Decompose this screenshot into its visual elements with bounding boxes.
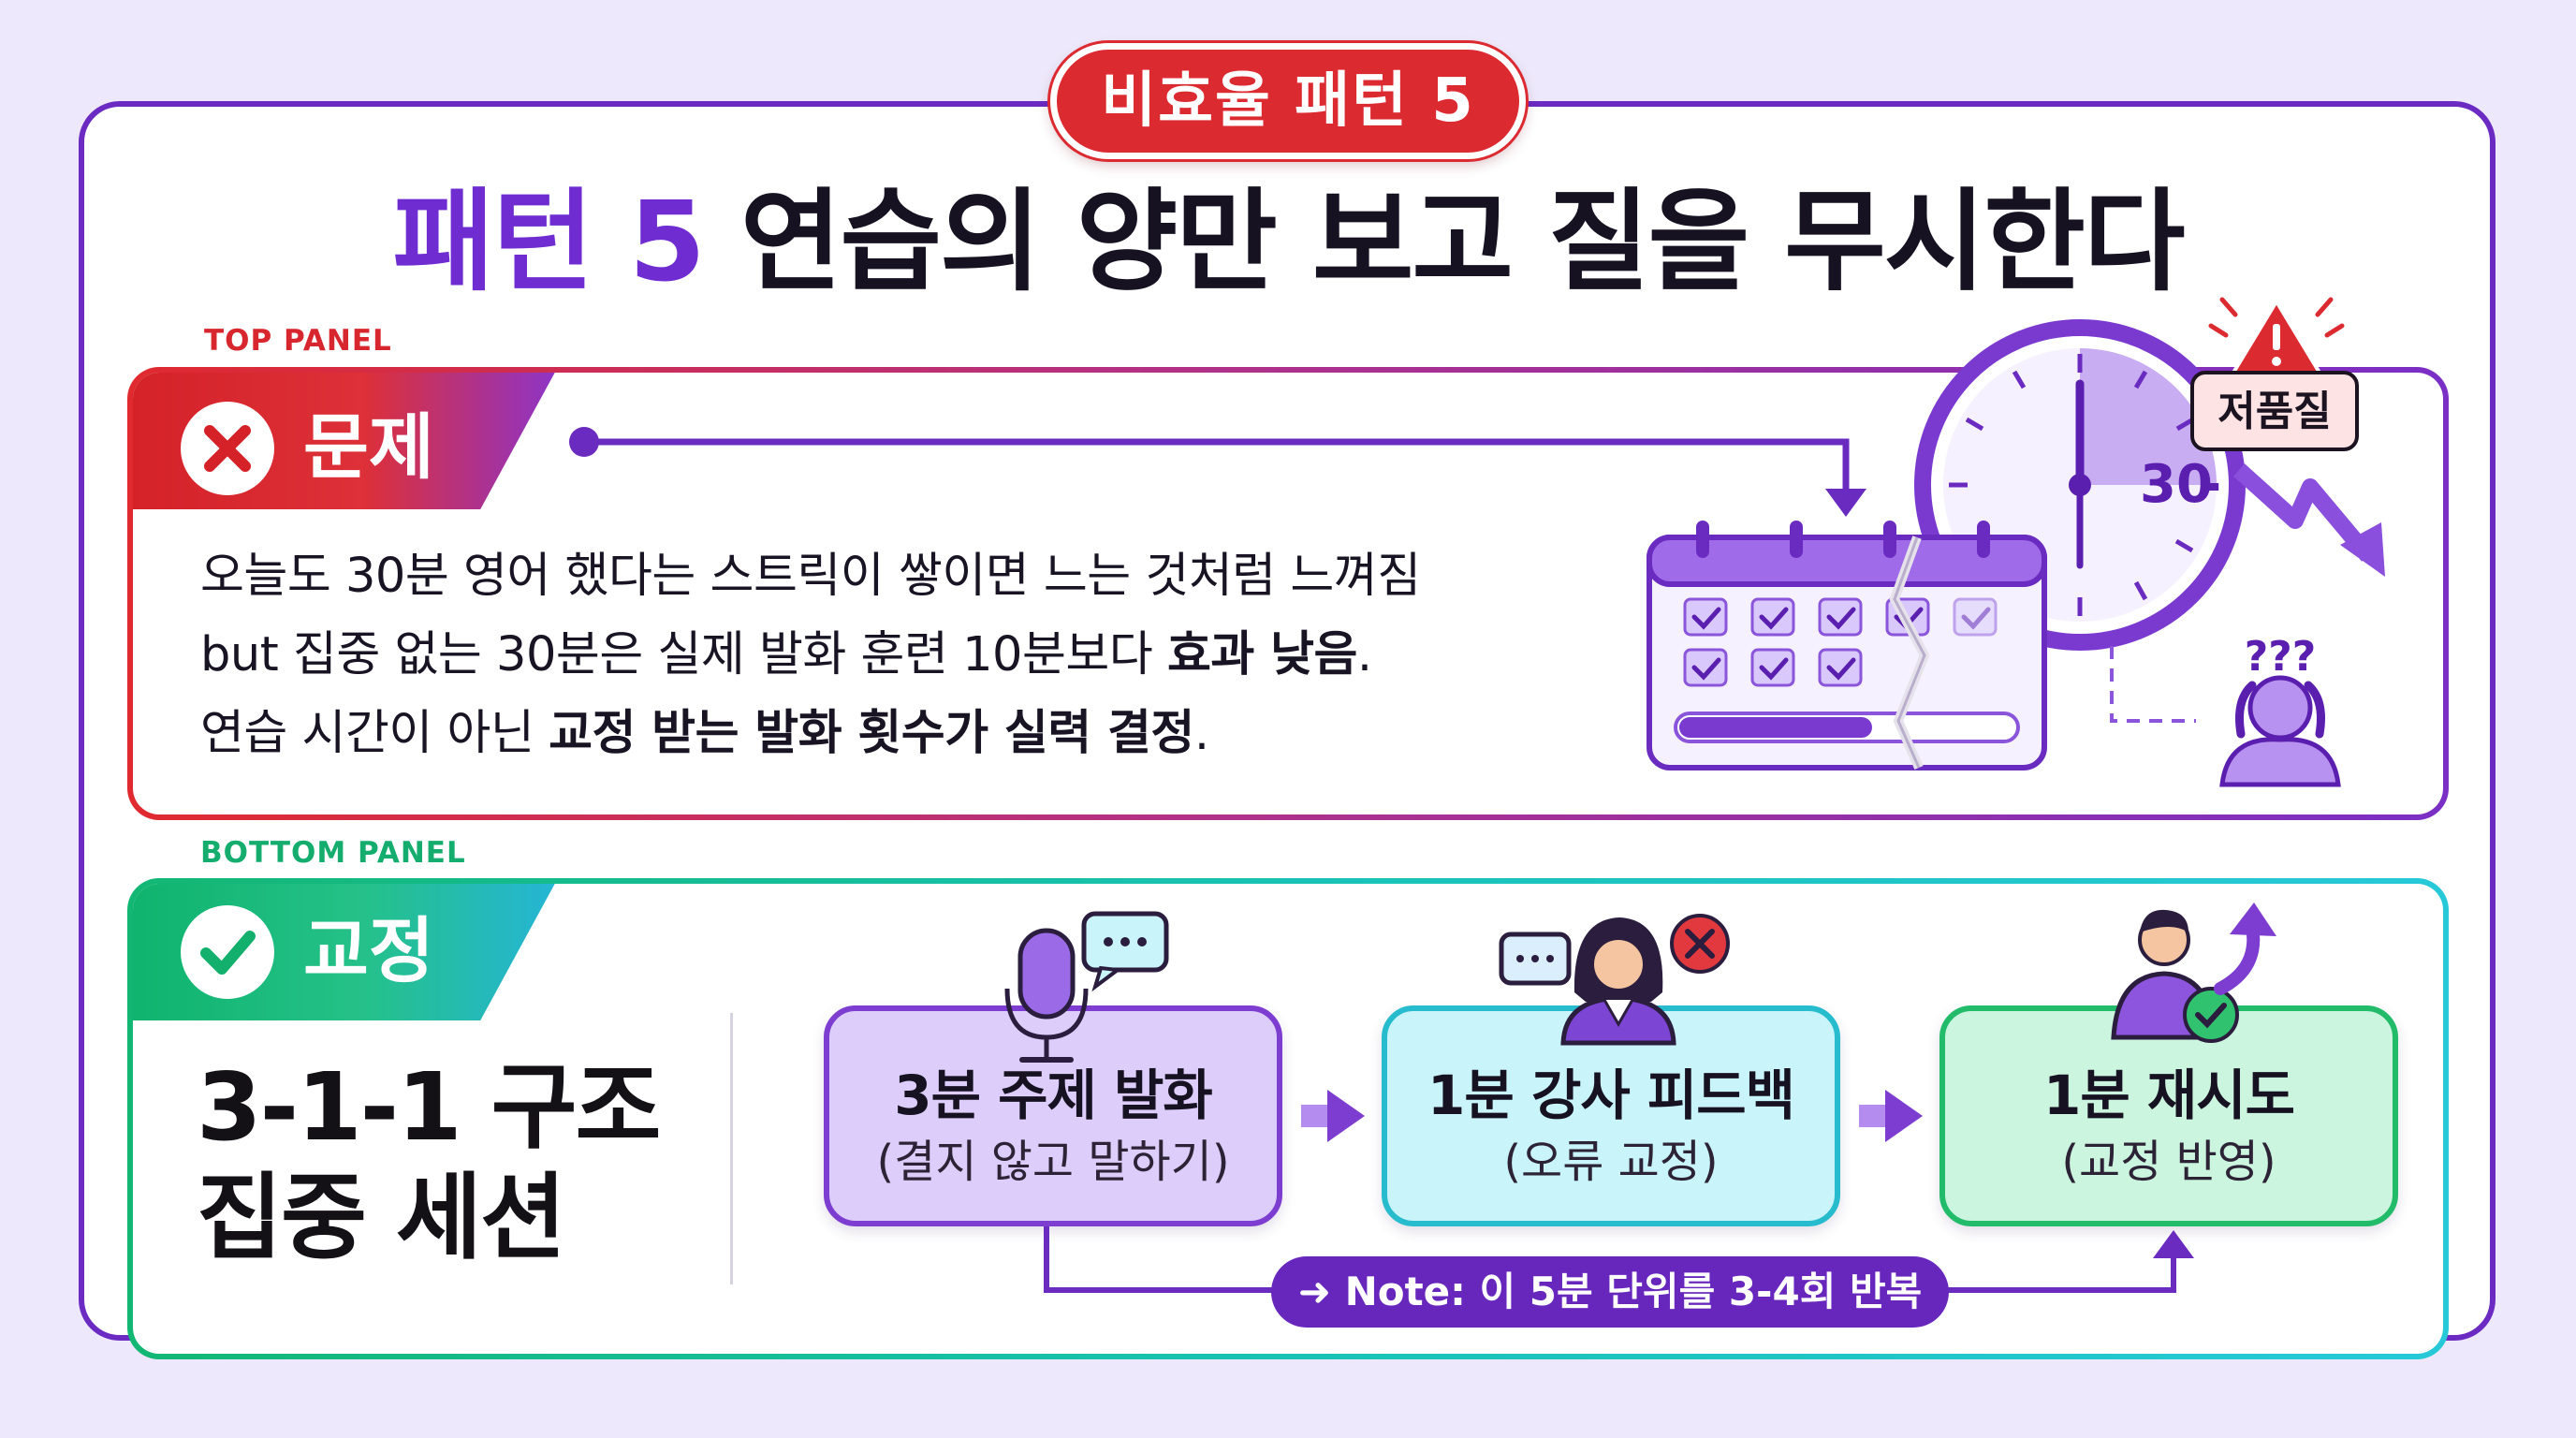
- low-quality-label: 저품질: [2217, 388, 2331, 435]
- confused-person-icon: [2219, 675, 2341, 787]
- problem-body: 오늘도 30분 영어 했다는 스트릭이 쌓이면 느는 것처럼 느껴짐 but 집…: [200, 537, 1661, 773]
- step-speak: 3분 주제 발화 (결지 않고 말하기): [824, 1005, 1282, 1226]
- step-speak-title: 3분 주제 발화: [894, 1064, 1213, 1127]
- arrow-right-icon: [1301, 1090, 1365, 1142]
- problem-header-label: 문제: [303, 405, 434, 489]
- panel-divider: [730, 1013, 733, 1284]
- problem-header: 문제: [133, 373, 558, 509]
- repeat-note: ➜ Note: 이 5분 단위를 3-4회 반복: [1271, 1256, 1949, 1328]
- problem-line-2: but 집중 없는 30분은 실제 발화 훈련 10분보다 효과 낮음.: [200, 627, 1372, 682]
- step-retry-title: 1분 재시도: [2043, 1064, 2295, 1127]
- pattern-badge: 비효율 패턴 5: [1050, 43, 1526, 159]
- step-retry-sub: (교정 반영): [2061, 1136, 2276, 1188]
- page-title: 패턴 5 연습의 양만 보고 질을 무시한다: [0, 176, 2576, 307]
- dashed-connector: [2110, 646, 2196, 723]
- solution-header: 교정: [133, 884, 558, 1020]
- teacher-avatar-icon: [1560, 917, 1676, 1046]
- repeat-note-text: Note: 이 5분 단위를 3-4회 반복: [1344, 1269, 1923, 1314]
- step-speak-sub: (결지 않고 말하기): [876, 1136, 1230, 1188]
- connector-arrow-icon: [569, 427, 1866, 517]
- chat-bubble-icon: [1081, 911, 1169, 992]
- clock-minutes-label: 30: [2140, 454, 2213, 515]
- chat-bubble-icon: [1499, 932, 1572, 986]
- session-label: 3-1-1 구조 집중 세션: [197, 1052, 662, 1273]
- repeat-loop-arrow-icon: [1044, 1226, 2194, 1293]
- error-x-icon: [1670, 914, 1730, 974]
- low-quality-badge: [2190, 371, 2359, 451]
- confused-marks: ???: [2245, 633, 2317, 681]
- bottom-panel-tag: BOTTOM PANEL: [200, 836, 466, 870]
- session-label-line2: 집중 세션: [197, 1163, 566, 1272]
- solution-header-label: 교정: [303, 909, 434, 992]
- step-feedback-title: 1분 강사 피드백: [1427, 1064, 1795, 1127]
- clock-dash: -: [2200, 454, 2221, 515]
- title-accent: 패턴 5: [392, 177, 706, 306]
- microphone-icon: [1004, 928, 1089, 1063]
- problem-line-3: 연습 시간이 아닌 교정 받는 발화 횟수가 실력 결정.: [200, 706, 1209, 761]
- top-panel-tag: TOP PANEL: [204, 324, 392, 358]
- check-circle-icon: [181, 905, 274, 999]
- session-label-line1: 3-1-1 구조: [197, 1052, 662, 1162]
- arrow-right-icon: [1859, 1090, 1923, 1142]
- problem-line-1: 오늘도 30분 영어 했다는 스트릭이 쌓이면 느는 것처럼 느껴짐: [200, 549, 1421, 604]
- step-feedback-sub: (오류 교정): [1503, 1136, 1719, 1188]
- close-circle-icon: [181, 402, 274, 495]
- calendar-icon: [1647, 521, 2047, 770]
- check-circle-icon: [2183, 987, 2239, 1043]
- arrow-right-icon: ➜: [1297, 1269, 1345, 1314]
- trend-down-arrow-icon: [2232, 463, 2385, 577]
- title-rest: 연습의 양만 보고 질을 무시한다: [703, 177, 2186, 306]
- trend-up-arrow-icon: [2214, 902, 2276, 995]
- warning-icon: [2208, 297, 2345, 374]
